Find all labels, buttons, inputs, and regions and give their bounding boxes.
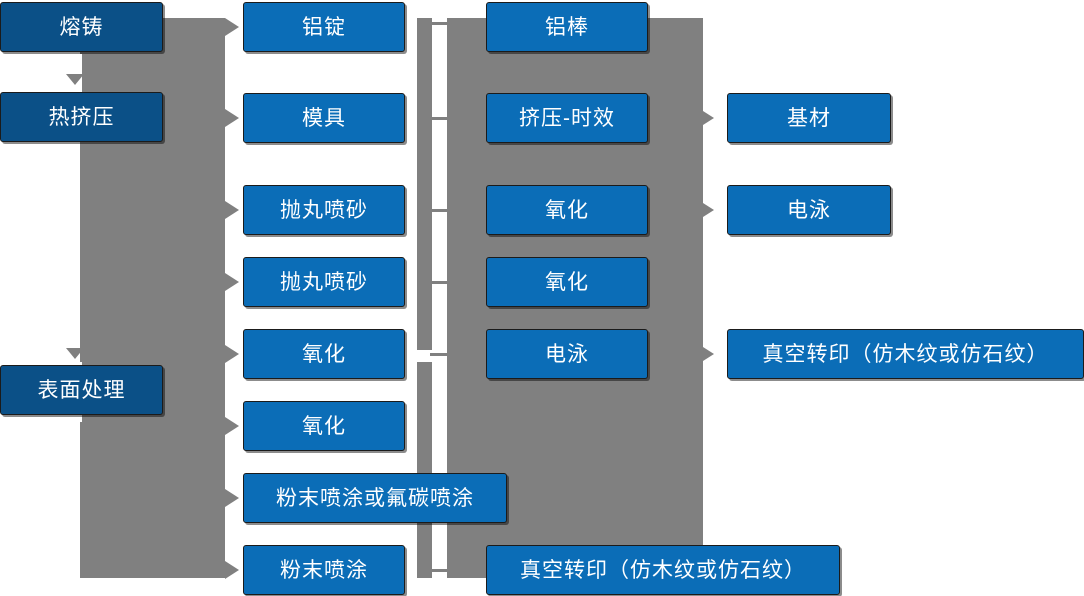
- arrow-to-yanghua1: [225, 345, 239, 363]
- node-dianyong-2[interactable]: 电泳: [727, 185, 891, 235]
- connector-biaomian-stub: [160, 388, 184, 392]
- node-yanghua-1[interactable]: 氧化: [243, 329, 405, 379]
- node-label: 熔铸: [59, 15, 104, 39]
- node-label: 铝锭: [302, 15, 346, 39]
- arrow-to-yanghua2: [225, 417, 239, 435]
- tie-row-4: [430, 281, 450, 284]
- arrow-to-paowan2: [225, 273, 239, 291]
- node-label: 电泳: [787, 198, 831, 222]
- arrow-to-paowan1: [225, 201, 239, 219]
- node-label: 热挤压: [48, 105, 115, 129]
- node-yanghua-4[interactable]: 氧化: [486, 257, 648, 307]
- node-label: 铝棒: [545, 15, 589, 39]
- arrow-to-fenmo1: [225, 489, 239, 507]
- node-label: 氧化: [545, 198, 589, 222]
- arrow-to-fenmo2: [225, 561, 239, 579]
- node-jicai[interactable]: 基材: [727, 93, 891, 143]
- node-zhuanyin-2[interactable]: 真空转印（仿木纹或仿石纹）: [727, 329, 1084, 379]
- node-paowan-1[interactable]: 抛丸喷砂: [243, 185, 405, 235]
- tie-row-5: [430, 353, 450, 356]
- tie-row-6: [430, 569, 450, 572]
- node-label: 表面处理: [37, 378, 126, 402]
- node-fenmo[interactable]: 粉末喷涂: [243, 545, 405, 595]
- node-label: 氧化: [302, 342, 346, 366]
- mid-bar-notch: [410, 350, 440, 362]
- node-label: 模具: [302, 106, 346, 130]
- arrow-down-to-rejiya: [66, 74, 84, 85]
- node-label: 基材: [787, 106, 831, 130]
- node-jiya-shixiao[interactable]: 挤压-时效: [486, 93, 648, 143]
- node-label: 真空转印（仿木纹或仿石纹）: [762, 342, 1049, 366]
- node-yanghua-3[interactable]: 氧化: [486, 185, 648, 235]
- node-label: 电泳: [545, 342, 589, 366]
- node-ludin[interactable]: 铝锭: [243, 2, 405, 52]
- arrow-down-to-biaomian: [66, 348, 84, 359]
- arrow-to-dianyong2: [703, 203, 714, 217]
- node-label: 氧化: [545, 270, 589, 294]
- node-rongzhu[interactable]: 熔铸: [0, 2, 163, 52]
- node-zhuanyin-1[interactable]: 真空转印（仿木纹或仿石纹）: [486, 545, 840, 595]
- arrow-to-muju: [225, 109, 239, 127]
- node-label: 粉末喷涂: [280, 558, 368, 582]
- node-label: 粉末喷涂或氟碳喷涂: [276, 486, 474, 510]
- node-lubang[interactable]: 铝棒: [486, 2, 648, 52]
- tie-row-1: [430, 22, 450, 25]
- node-biaomian[interactable]: 表面处理: [0, 365, 163, 415]
- node-label: 挤压-时效: [519, 106, 615, 130]
- tie-row-2: [430, 117, 450, 120]
- tie-row-3: [430, 209, 450, 212]
- node-rejiya[interactable]: 热挤压: [0, 92, 163, 142]
- connector-mid-bar: [417, 18, 432, 578]
- node-label: 抛丸喷砂: [280, 198, 368, 222]
- arrow-to-jicai: [703, 111, 714, 125]
- arrow-to-ludin: [225, 18, 239, 36]
- node-fenmo-fluorocarbon[interactable]: 粉末喷涂或氟碳喷涂: [243, 473, 507, 523]
- gap-filler-top: [0, 54, 82, 92]
- node-label: 真空转印（仿木纹或仿石纹）: [520, 558, 806, 582]
- node-paowan-2[interactable]: 抛丸喷砂: [243, 257, 405, 307]
- node-label: 氧化: [302, 414, 346, 438]
- node-label: 抛丸喷砂: [280, 270, 368, 294]
- node-muju[interactable]: 模具: [243, 93, 405, 143]
- node-yanghua-2[interactable]: 氧化: [243, 401, 405, 451]
- arrow-to-zhuanyin2: [703, 347, 714, 361]
- node-dianyong-1[interactable]: 电泳: [486, 329, 648, 379]
